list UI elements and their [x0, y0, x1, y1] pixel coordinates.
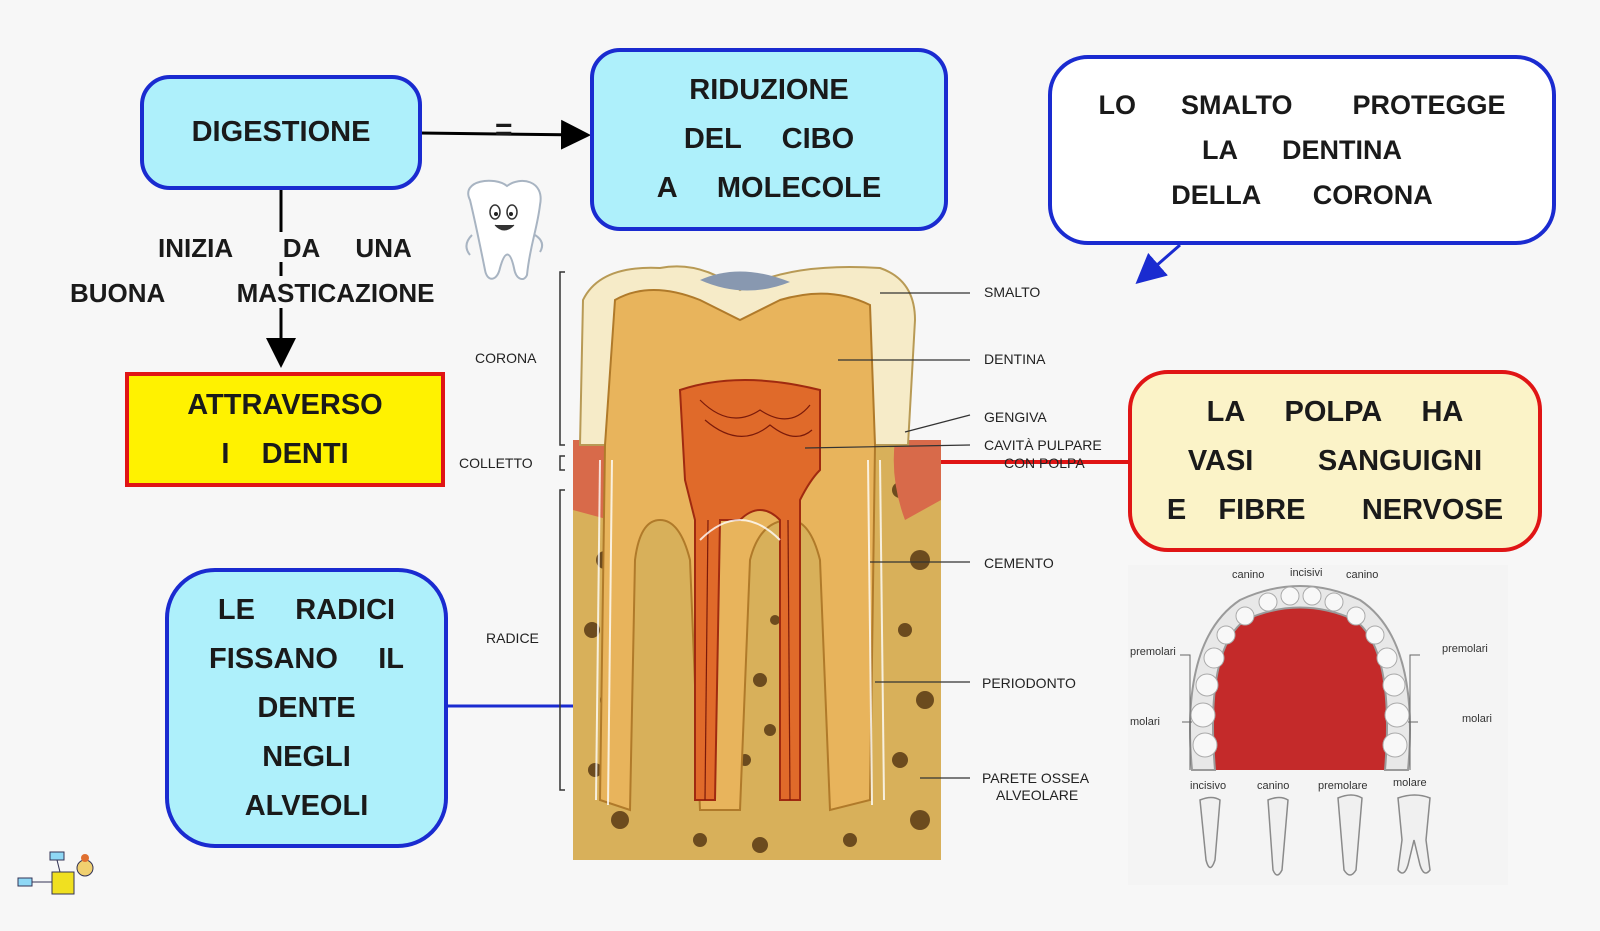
smalto-note-line-3: DELLA CORONA [1171, 179, 1433, 210]
radici-note-line-4: NEGLI [262, 740, 351, 773]
label-dentina: DENTINA [984, 351, 1046, 367]
arch-label-molari-left: molari [1130, 716, 1160, 728]
smalto-note-line-2: LA DENTINA [1202, 134, 1402, 165]
radici-note-box: LE RADICI FISSANO IL DENTE NEGLI ALVEOLI [165, 568, 448, 848]
tooth-label-incisivo: incisivo [1190, 780, 1227, 792]
label-alveolare: ALVEOLARE [996, 787, 1079, 803]
arch-label-canino-right: canino [1346, 569, 1379, 581]
arrow-smalto-note [1135, 243, 1181, 284]
digestione-text: DIGESTIONE [191, 116, 371, 148]
label-radice: RADICE [486, 630, 539, 646]
pulp-vessels [699, 399, 813, 801]
inizia-line-2: BUONA MASTICAZIONE [70, 278, 435, 308]
label-con-polpa: CON POLPA [1004, 455, 1085, 471]
arch-leader-lines [1180, 654, 1420, 770]
label-corona: CORONA [475, 350, 537, 366]
label-periodonto: PERIODONTO [982, 675, 1076, 691]
label-gengiva: GENGIVA [984, 409, 1047, 425]
arch-label-premolari-right: premolari [1442, 643, 1488, 655]
periodontal-lines [595, 459, 885, 806]
tooth-label-premolare: premolare [1318, 780, 1368, 792]
tooth-label-molare: molare [1393, 777, 1427, 789]
riduzione-line-2: DEL CIBO [683, 123, 855, 155]
riduzione-box: RIDUZIONE DEL CIBO A MOLECOLE [590, 48, 948, 231]
label-cavita-pulpare: CAVITÀ PULPARE [984, 437, 1102, 453]
pulp [678, 379, 821, 801]
tooth-label-canino: canino [1257, 780, 1290, 792]
label-smalto: SMALTO [984, 284, 1041, 300]
left-brackets [559, 271, 565, 791]
arch-label-canino-left: canino [1232, 569, 1265, 581]
polpa-note-line-2: VASI SANGUIGNI [1187, 444, 1483, 477]
radici-note-line-3: DENTE [257, 691, 356, 724]
arch-label-incisivi: incisivi [1290, 567, 1323, 579]
digestione-box: DIGESTIONE [140, 75, 422, 190]
riduzione-line-3: A MOLECOLE [656, 172, 882, 204]
label-cemento: CEMENTO [984, 555, 1054, 571]
attraverso-line-2: I DENTI [221, 437, 349, 470]
individual-teeth [1199, 794, 1431, 876]
palate [1198, 597, 1402, 770]
gum-right [893, 440, 941, 520]
radici-note-line-5: ALVEOLI [244, 789, 369, 822]
smalto-note-box: LO SMALTO PROTEGGE LA DENTINA DELLA CORO… [1048, 55, 1556, 245]
riduzione-line-1: RIDUZIONE [689, 74, 849, 106]
right-leader-lines [804, 292, 971, 779]
arch-label-molari-right: molari [1462, 713, 1492, 725]
attraverso-box: ATTRAVERSO I DENTI [125, 372, 445, 487]
attraverso-line-1: ATTRAVERSO [187, 388, 383, 421]
label-parete-ossea: PARETE OSSEA [982, 770, 1090, 786]
arrow-digestione-riduzione [419, 119, 591, 150]
radici-note-line-2: FISSANO IL [209, 642, 404, 675]
arch-tooth-crowns [1190, 586, 1410, 758]
polpa-note-box: LA POLPA HA VASI SANGUIGNI E FIBRE NERVO… [1128, 370, 1542, 552]
arch-label-premolari-left: premolari [1130, 646, 1176, 658]
label-colletto: COLLETTO [459, 455, 533, 471]
polpa-note-line-1: LA POLPA HA [1206, 395, 1464, 428]
enamel-top [700, 271, 790, 291]
equals-sign: = [495, 113, 513, 146]
polpa-note-line-3: E FIBRE NERVOSE [1166, 493, 1504, 526]
smalto-note-line-1: LO SMALTO PROTEGGE [1098, 89, 1506, 120]
radici-note-line-1: LE RADICI [217, 593, 396, 626]
inizia-line-1: INIZIA DA UNA [158, 233, 412, 263]
